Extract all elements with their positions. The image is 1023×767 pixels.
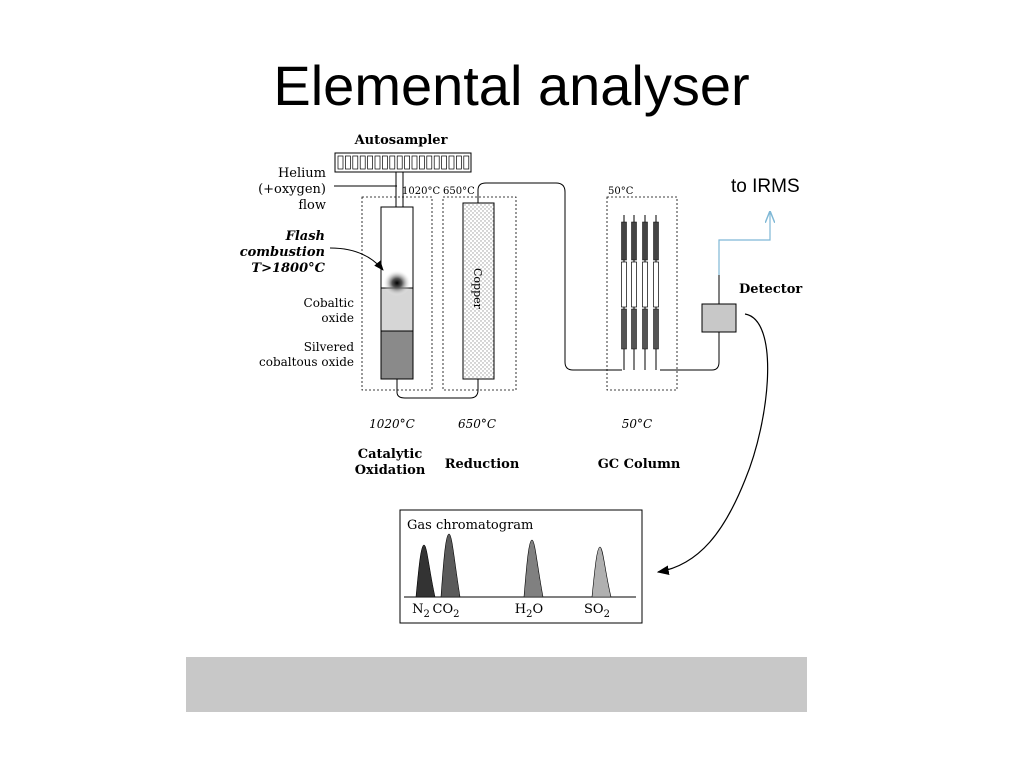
- tray-vial: [352, 155, 359, 170]
- gc-coil-segment: [653, 261, 659, 308]
- chromatogram-title: Gas chromatogram: [407, 518, 533, 533]
- flash-combustion-flame: [383, 270, 411, 296]
- pipe-oxidation-to-reduction: [396, 379, 479, 399]
- cobaltic-label-line1: Cobaltic: [304, 296, 355, 310]
- tray-vial: [396, 155, 403, 170]
- gc-oven: [606, 196, 678, 391]
- helium-label-line1: Helium: [278, 166, 326, 181]
- tray-vial: [456, 155, 462, 170]
- chromatogram-peak: [523, 539, 544, 598]
- chromatogram-peak: [415, 544, 436, 598]
- detector-box: [701, 303, 737, 333]
- gc-coil-segment: [653, 221, 659, 261]
- tray-vial: [463, 155, 470, 170]
- tray-vial: [389, 155, 396, 170]
- bottom-bar: [186, 657, 807, 712]
- peak-label: N2: [412, 602, 430, 620]
- peak-label: CO2: [433, 602, 460, 620]
- gc-coil-segment: [621, 221, 627, 261]
- helium-label-line2: (+oxygen): [258, 182, 326, 197]
- pipe-reduction-to-gc: [477, 182, 622, 371]
- slide-title: Elemental analyser: [273, 54, 750, 117]
- tray-vial: [374, 155, 381, 170]
- bottom-temp-oxidation: 1020°C: [369, 417, 415, 431]
- tray-vial: [433, 155, 440, 170]
- gc-coil-segment: [642, 221, 648, 261]
- flash-label-line1: Flash: [285, 229, 325, 244]
- tray-vial: [337, 155, 344, 170]
- silvered-label-line2: cobaltous oxide: [259, 355, 354, 369]
- tray-vial: [448, 155, 455, 170]
- to-irms-label: to IRMS: [731, 176, 800, 197]
- tray-vial: [367, 155, 373, 170]
- flash-label-line2: combustion: [240, 245, 325, 260]
- tray-vial: [411, 155, 418, 170]
- gc-coil-segment: [631, 308, 637, 350]
- oxidation-column: [380, 206, 414, 380]
- reduction-oven: [442, 196, 517, 391]
- tray-vial: [359, 155, 366, 170]
- chromatogram-peak: [440, 533, 461, 598]
- tray-vial: [404, 155, 410, 170]
- stage-oxidation-line2: Oxidation: [355, 463, 426, 478]
- tray-vial: [382, 155, 388, 170]
- peak-label: SO2: [584, 602, 610, 620]
- top-temp-oxidation: 1020°C: [402, 186, 440, 197]
- bottom-temp-reduction: 650°C: [458, 417, 496, 431]
- flash-label-line3: T>1800°C: [251, 261, 325, 276]
- gc-coil-segment: [653, 308, 659, 350]
- flash-arrow: [329, 247, 384, 271]
- tray-vial: [441, 155, 447, 170]
- cobaltic-label-line2: oxide: [321, 311, 354, 325]
- gc-coil-segment: [621, 308, 627, 350]
- top-temp-gc: 50°C: [608, 186, 634, 197]
- gc-coil-segment: [642, 308, 648, 350]
- detector-label: Detector: [739, 282, 802, 297]
- tray-vial: [426, 155, 433, 170]
- gc-coil-segment: [631, 221, 637, 261]
- signal-arrow: [656, 313, 769, 575]
- copper-label: Copper: [471, 268, 484, 310]
- gc-coil-segment: [621, 261, 627, 308]
- stage-reduction: Reduction: [445, 457, 520, 472]
- peak-label: H2O: [515, 602, 543, 620]
- stage-gc: GC Column: [598, 457, 681, 472]
- autosampler-tray: [334, 152, 472, 173]
- autosampler-label: Autosampler: [354, 133, 448, 148]
- chromatogram-peak: [591, 546, 612, 598]
- helium-label-line3: flow: [298, 198, 326, 213]
- stage-oxidation-line1: Catalytic: [358, 447, 423, 462]
- to-irms-arrow: [718, 212, 770, 275]
- tray-vial: [345, 155, 351, 170]
- pipe-gc-to-detector: [660, 332, 720, 371]
- gc-coil-segment: [642, 261, 648, 308]
- silvered-label-line1: Silvered: [304, 340, 355, 354]
- gc-column-coils: [621, 215, 659, 370]
- gc-coil-segment: [631, 261, 637, 308]
- bottom-temp-gc: 50°C: [622, 417, 652, 431]
- tray-vial: [419, 155, 425, 170]
- top-temp-reduction: 650°C: [443, 186, 475, 197]
